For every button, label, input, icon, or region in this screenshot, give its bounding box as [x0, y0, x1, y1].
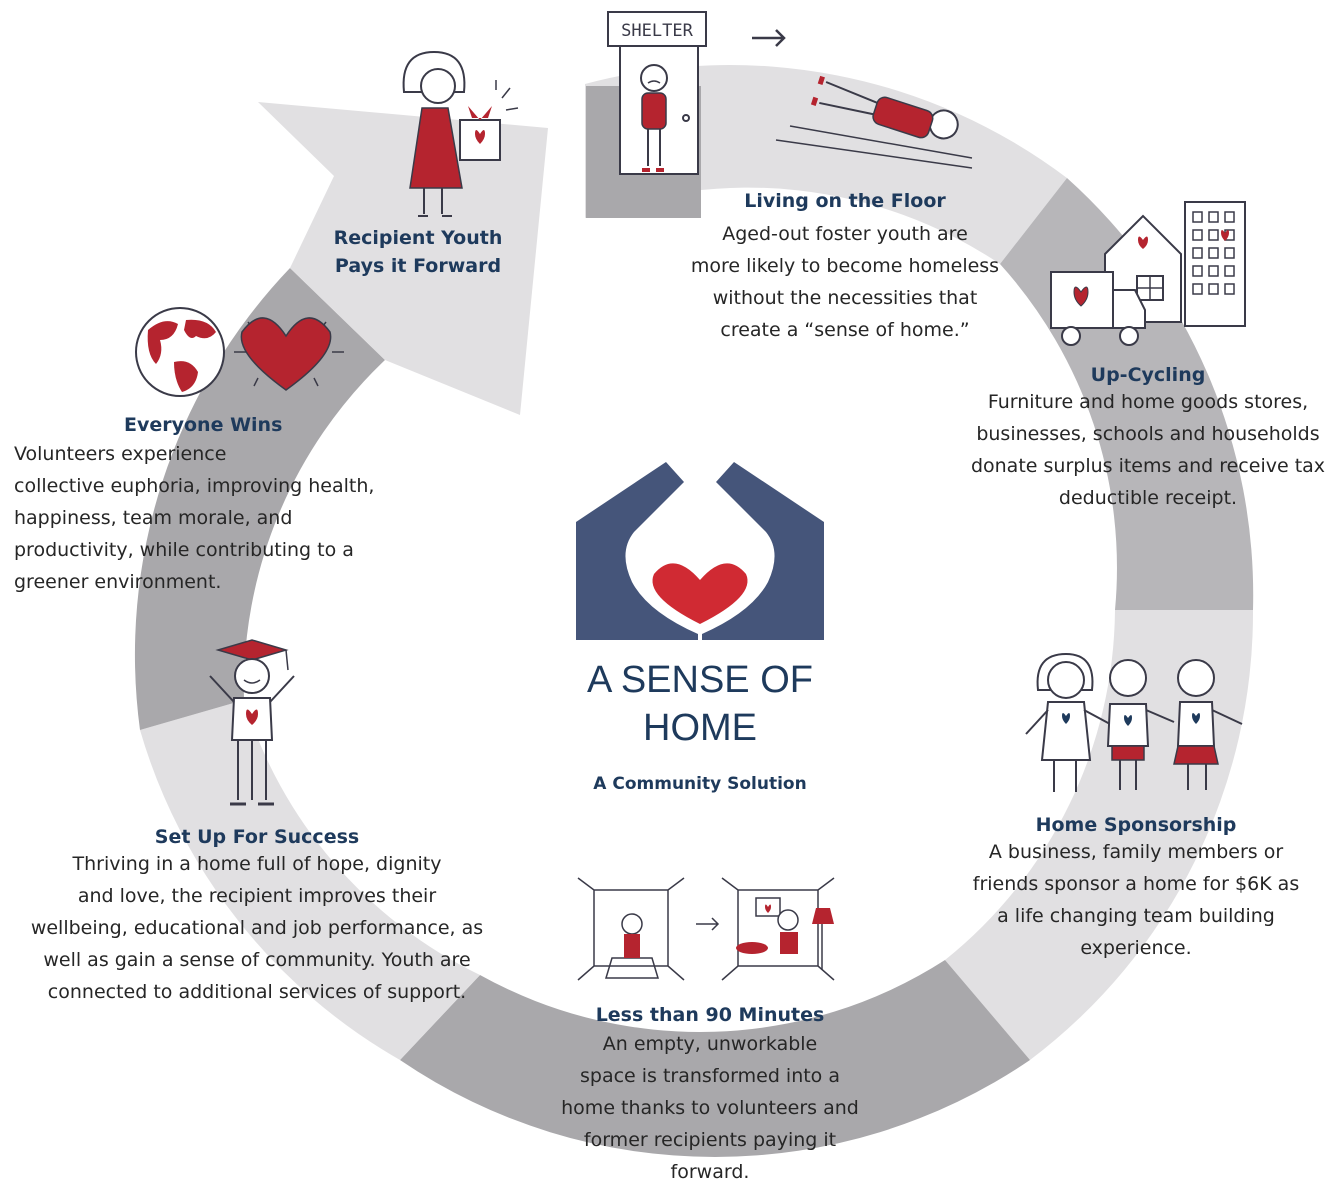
step-description: A business, family members or friends sp… [972, 841, 1300, 959]
truck-house-building-icon [1050, 201, 1246, 346]
shelter-sign-text: SHELTER [621, 21, 693, 41]
center-subtitle: A Community Solution [593, 774, 807, 794]
three-children-icon [1025, 652, 1243, 792]
step-title: Set Up For Success [154, 826, 360, 848]
shelter-and-person-on-floor-icon: SHELTER [607, 11, 973, 175]
step-title: Up-Cycling [1090, 364, 1206, 386]
globe-and-heart-icon [135, 307, 344, 397]
ring-segment-pays-forward-arrow [258, 102, 548, 415]
girl-with-gift-icon [402, 50, 519, 217]
step-description: Aged-out foster youth are more likely to… [690, 223, 1000, 341]
step-description: Volunteers experience collective euphori… [14, 443, 375, 593]
ring-segment-sponsorship [945, 610, 1254, 1060]
step-description: Furniture and home goods stores, busines… [970, 391, 1326, 509]
ring-segment-everyone-wins [134, 268, 385, 730]
step-set-up-for-success: Set Up For Success Thriving in a home fu… [18, 826, 496, 1008]
step-less-than-90-minutes: Less than 90 Minutes An empty, unworkabl… [540, 1004, 880, 1188]
ring-segment-less-than-90 [400, 960, 1030, 1157]
step-home-sponsorship: Home Sponsorship A business, family memb… [956, 814, 1316, 964]
step-title: Living on the Floor [744, 190, 946, 212]
step-description: An empty, unworkable space is transforme… [561, 1033, 859, 1183]
step-everyone-wins: Everyone Wins Volunteers experience coll… [14, 414, 394, 598]
sense-of-home-logo [576, 462, 824, 640]
step-description: Thriving in a home full of hope, dignity… [30, 853, 484, 1003]
step-title: Less than 90 Minutes [595, 1004, 825, 1026]
center-title: A SENSE OF HOME [587, 659, 813, 749]
ring-segment-success-lower [140, 700, 480, 1060]
step-title: Recipient Youth Pays it Forward [333, 227, 503, 277]
step-title: Home Sponsorship [1035, 814, 1237, 836]
step-recipient-youth-pays-it-forward: Recipient Youth Pays it Forward [318, 224, 518, 280]
step-title: Everyone Wins [124, 414, 283, 436]
step-up-cycling: Up-Cycling Furniture and home goods stor… [964, 364, 1332, 514]
empty-room-to-furnished-room-icon [577, 877, 835, 981]
graduate-icon [209, 639, 295, 806]
step-living-on-the-floor: Living on the Floor Aged-out foster yout… [660, 190, 1030, 346]
